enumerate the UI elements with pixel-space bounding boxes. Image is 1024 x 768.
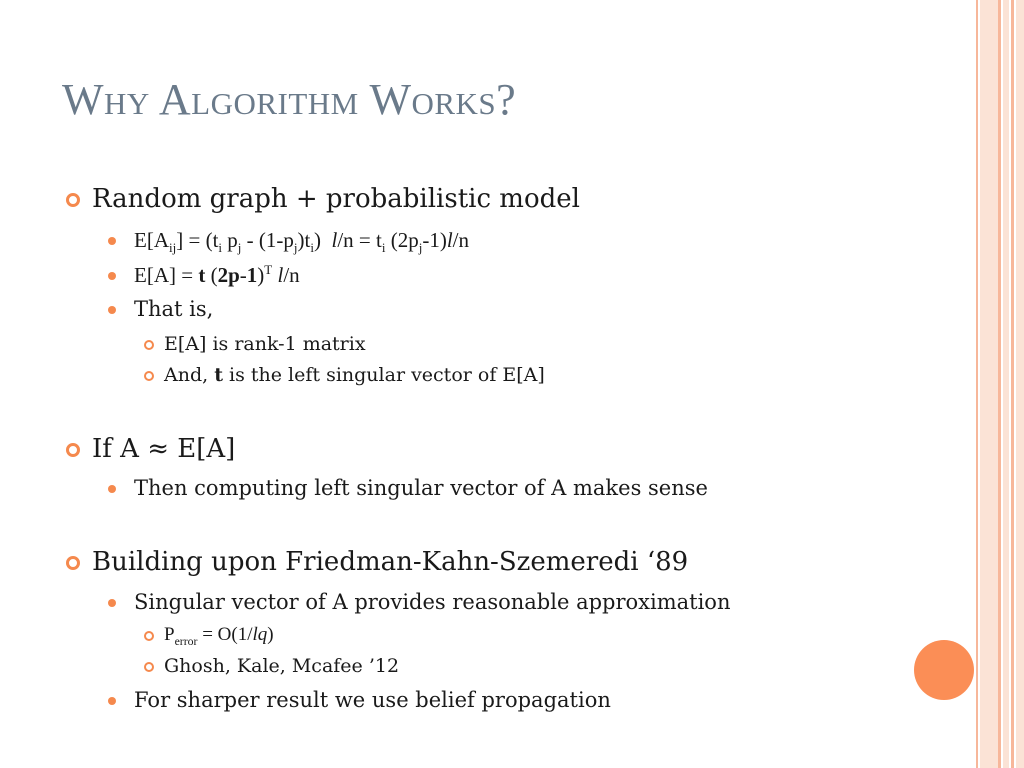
frame-line-left xyxy=(976,0,978,768)
bullet-ring-icon xyxy=(144,631,154,641)
bullet-text: That is, xyxy=(134,297,214,321)
bullet-text: Building upon Friedman-Kahn-Szemeredi ‘8… xyxy=(92,547,689,577)
bullet-ring-icon xyxy=(66,443,80,457)
frame-line-mid xyxy=(998,0,1001,768)
bullet-text: Ghosh, Kale, Mcafee ’12 xyxy=(164,655,400,677)
bullet-dot-icon xyxy=(108,697,116,705)
bullet-that-is: That is, xyxy=(108,297,214,321)
bullet-dot-icon xyxy=(108,272,116,280)
frame-band xyxy=(980,0,998,768)
frame-band-edge xyxy=(1016,0,1024,768)
bullet-dot-icon xyxy=(108,306,116,314)
bullet-computing-left: Then computing left singular vector of A… xyxy=(108,476,708,500)
bullet-rank-1: E[A] is rank-1 matrix xyxy=(144,333,366,355)
bullet-dot-icon xyxy=(108,485,116,493)
bullet-text: Random graph + probabilistic model xyxy=(92,184,580,214)
bullet-ring-icon xyxy=(66,556,80,570)
bullet-expectation-aij: E[Aij] = (ti pj - (1-pj)ti) l/n = ti (2p… xyxy=(108,228,469,254)
bullet-dot-icon xyxy=(108,237,116,245)
bullet-text: Singular vector of A provides reasonable… xyxy=(134,590,731,614)
slide-title: Why Algorithm Works? xyxy=(62,75,517,124)
bullet-text: E[A] is rank-1 matrix xyxy=(164,333,366,355)
bullet-belief-propagation: For sharper result we use belief propaga… xyxy=(108,688,611,712)
bullet-text: For sharper result we use belief propaga… xyxy=(134,688,611,712)
frame-band-right xyxy=(1003,0,1009,768)
bullet-dot-icon xyxy=(108,599,116,607)
bullet-left-singular: And, t is the left singular vector of E[… xyxy=(144,364,545,386)
frame-line-right xyxy=(1011,0,1014,768)
bullet-ring-icon xyxy=(66,193,80,207)
bullet-perror: Perror = O(1/lq) xyxy=(144,624,274,647)
bullet-ring-icon xyxy=(144,662,154,672)
bullet-ring-icon xyxy=(144,371,154,381)
bullet-singular-vector: Singular vector of A provides reasonable… xyxy=(108,590,731,614)
bullet-text: If A ≈ E[A] xyxy=(92,434,236,464)
bullet-text: Then computing left singular vector of A… xyxy=(134,476,708,500)
bullet-if-a-approx: If A ≈ E[A] xyxy=(66,434,236,464)
bullet-ghosh: Ghosh, Kale, Mcafee ’12 xyxy=(144,655,400,677)
bullet-ring-icon xyxy=(144,340,154,350)
bullet-expectation-a: E[A] = t (2p-1)T l/n xyxy=(108,263,300,288)
bullet-friedman: Building upon Friedman-Kahn-Szemeredi ‘8… xyxy=(66,547,689,577)
bullet-random-graph: Random graph + probabilistic model xyxy=(66,184,580,214)
accent-circle xyxy=(914,640,974,700)
